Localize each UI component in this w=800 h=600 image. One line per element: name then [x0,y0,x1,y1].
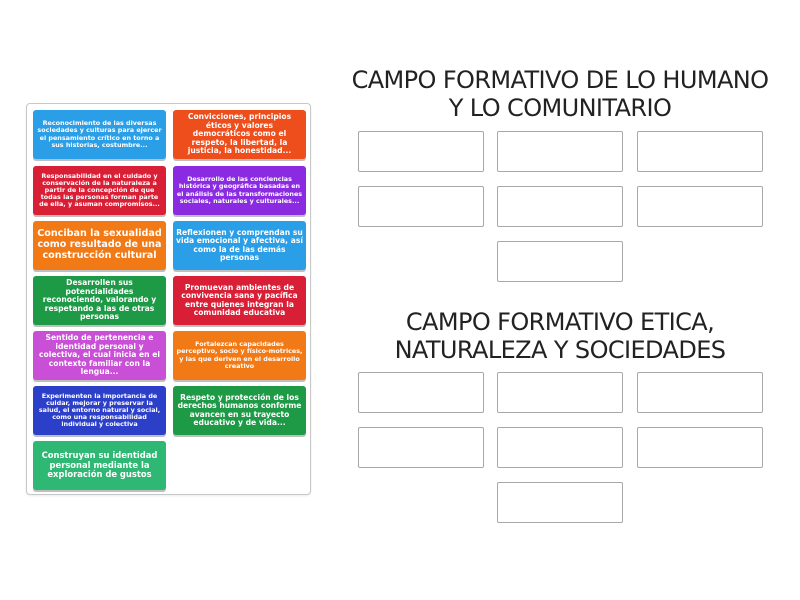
draggable-card[interactable]: Promuevan ambientes de convivencia sana … [173,276,306,325]
draggable-card[interactable]: Desarrollen sus potencialidades reconoci… [33,276,166,325]
group-heading: CAMPO FORMATIVO ETICA, NATURALEZA Y SOCI… [394,308,726,364]
draggable-card[interactable]: Responsabilidad en el cuidado y conserva… [33,166,166,215]
drop-slot[interactable] [358,131,484,172]
drop-slot[interactable] [497,186,623,227]
drop-slot[interactable] [497,372,623,413]
drop-slot[interactable] [358,372,484,413]
drop-slot[interactable] [497,482,623,523]
draggable-card[interactable]: Reflexionen y comprendan su vida emocion… [173,221,306,270]
drop-slot[interactable] [497,131,623,172]
group-heading: CAMPO FORMATIVO DE LO HUMANO Y LO COMUNI… [351,66,769,122]
draggable-card[interactable]: Reconocimiento de las diversas sociedade… [33,110,166,159]
card-bank: Reconocimiento de las diversas sociedade… [26,103,311,495]
draggable-card[interactable]: Experimenten la importancia de cuidar, m… [33,386,166,435]
drop-slot[interactable] [637,131,763,172]
drop-slot[interactable] [358,186,484,227]
drop-slot[interactable] [637,186,763,227]
draggable-card[interactable]: Conciban la sexualidad como resultado de… [33,221,166,270]
drop-slot[interactable] [358,427,484,468]
draggable-card[interactable]: Convicciones, principios éticos y valore… [173,110,306,159]
drop-slot[interactable] [637,372,763,413]
drop-slot[interactable] [497,241,623,282]
draggable-card[interactable]: Fortalezcan capacidades perceptivo, soci… [173,331,306,380]
drop-slot[interactable] [497,427,623,468]
draggable-card[interactable]: Construyan su identidad personal mediant… [33,441,166,490]
draggable-card[interactable]: Respeto y protección de los derechos hum… [173,386,306,435]
draggable-card[interactable]: Desarrollo de las conciencias histórica … [173,166,306,215]
draggable-card[interactable]: Sentido de pertenencia e identidad perso… [33,331,166,380]
drop-slot[interactable] [637,427,763,468]
